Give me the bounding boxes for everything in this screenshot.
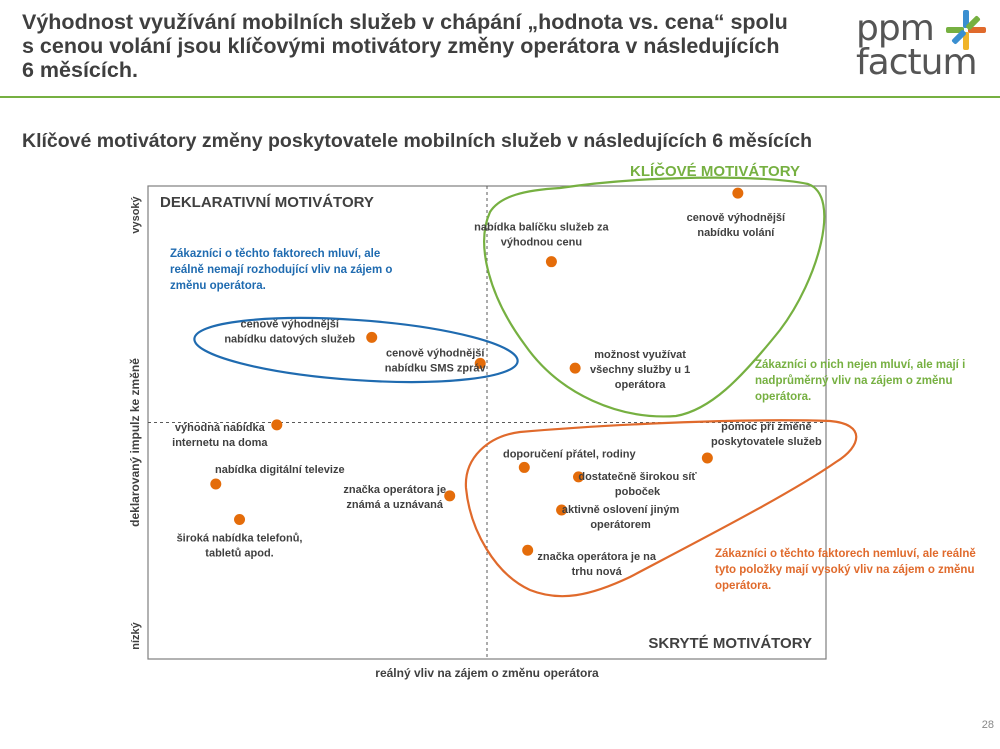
page-number: 28 — [981, 719, 994, 731]
data-point — [474, 357, 486, 369]
data-point — [366, 331, 378, 343]
page-title-line-2: s cenou volání jsou klíčovými motivátory… — [22, 34, 780, 58]
data-point — [444, 490, 456, 502]
data-point — [210, 478, 222, 490]
y-axis-low-label: nízký — [130, 621, 142, 649]
data-point — [556, 504, 568, 516]
page-title-line-3: 6 měsících. — [22, 58, 138, 82]
data-point — [732, 187, 744, 199]
data-point — [518, 461, 530, 473]
x-axis-label: reálný vliv na zájem o změnu operátora — [375, 666, 599, 680]
chart-title: Klíčové motivátory změny poskytovatele m… — [22, 130, 813, 152]
logo-text-factum: factum — [856, 42, 978, 83]
page-title-line-1: Výhodnost využívání mobilních služeb v c… — [22, 10, 788, 34]
data-point — [701, 452, 713, 464]
y-axis-label: deklarovaný impulz ke změně — [128, 358, 142, 527]
page-title: Výhodnost využívání mobilních služeb v c… — [22, 10, 822, 82]
data-point — [573, 471, 585, 483]
data-point — [271, 419, 283, 431]
data-point-label: doporučení přátel, rodiny — [503, 448, 637, 460]
data-point — [545, 256, 557, 268]
data-point — [569, 362, 581, 374]
logo-text-ppm: ppm — [856, 8, 935, 49]
ppm-factum-logo: ppm factum — [856, 8, 996, 83]
logo-asterisk-icon — [946, 10, 986, 50]
green-annotation: Zákazníci o nich nejen mluví, ale mají i… — [755, 359, 965, 403]
quadrant-title-key: KLÍČOVÉ MOTIVÁTORY — [630, 162, 800, 180]
key-motivators-outline — [483, 176, 826, 418]
quadrant-title-declarative: DEKLARATIVNÍ MOTIVÁTORY — [160, 194, 374, 211]
data-point-label: široká nabídka telefonů,tabletů apod. — [177, 532, 303, 559]
data-point — [522, 544, 534, 556]
hidden-motivators-outline — [464, 419, 858, 598]
header-divider — [0, 96, 1000, 98]
y-axis-high-label: vysoký — [130, 195, 142, 233]
data-point-label: nabídka digitální televize — [215, 464, 345, 476]
data-point — [234, 513, 246, 525]
quadrant-title-hidden: SKRYTÉ MOTIVÁTORY — [648, 635, 812, 652]
orange-annotation: Zákazníci o těchto faktorech nemluví, al… — [715, 548, 976, 592]
declarative-motivators-outline — [193, 316, 519, 384]
